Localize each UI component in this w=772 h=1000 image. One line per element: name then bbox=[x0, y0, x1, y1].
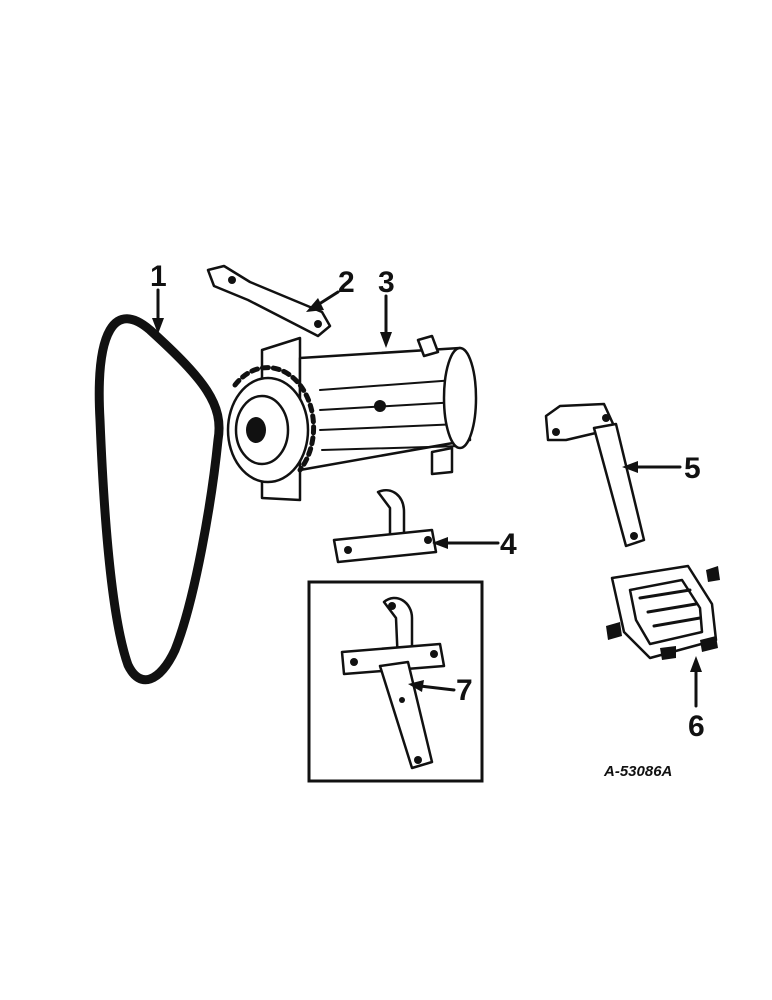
voltage-regulator bbox=[606, 564, 720, 660]
callout-1: 1 bbox=[150, 260, 167, 293]
adjusting-strap bbox=[206, 264, 332, 338]
callout-2: 2 bbox=[338, 266, 355, 299]
generator bbox=[226, 334, 478, 502]
reference-code: A-53086A bbox=[603, 763, 672, 780]
drive-belt bbox=[94, 314, 224, 685]
callout-7: 7 bbox=[456, 674, 473, 707]
callout-6: 6 bbox=[688, 710, 705, 743]
leader-lines bbox=[152, 288, 702, 708]
inset-frame bbox=[307, 580, 484, 783]
callout-3: 3 bbox=[378, 266, 395, 299]
bracket-part-7 bbox=[340, 596, 446, 770]
callout-4: 4 bbox=[500, 528, 517, 561]
strap-bracket bbox=[544, 402, 646, 548]
bracket-part-4 bbox=[332, 489, 438, 564]
callout-labels: 1 2 3 4 5 6 7 bbox=[150, 260, 705, 743]
callout-5: 5 bbox=[684, 452, 701, 485]
